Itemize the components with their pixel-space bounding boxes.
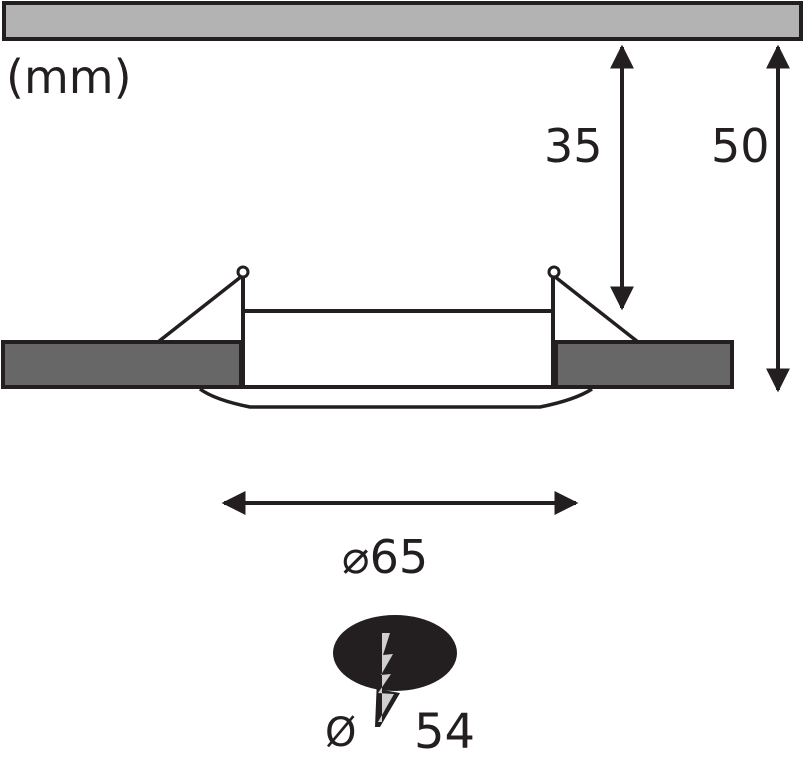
ceiling-panel-right [554, 340, 734, 389]
unit-label: (mm) [6, 50, 132, 104]
depth-35-label: 35 [544, 119, 603, 173]
depth-50-label: 50 [711, 119, 770, 173]
luminaire-body [156, 265, 640, 409]
cutout-diameter-value: 54 [414, 704, 475, 760]
ceiling-panel-left [1, 340, 243, 389]
drill-cutout-icon [333, 615, 457, 727]
diameter-label: ⌀65 [342, 530, 428, 584]
cutout-diameter-symbol: Ø [325, 710, 356, 756]
ceiling-bar [2, 1, 803, 41]
